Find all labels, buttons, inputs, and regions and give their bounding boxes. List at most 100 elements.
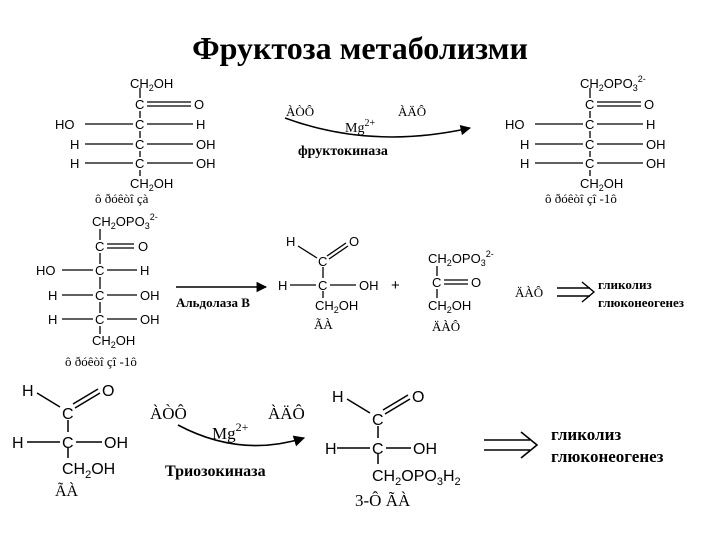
atom-h: H (70, 156, 79, 171)
atom-o: O (102, 383, 114, 400)
atom-ch2oh: CH2OH (315, 298, 358, 315)
dhap-structure: CH2OPO32- C O CH2OH ÄÀÔ (428, 249, 494, 334)
ga3p-bonds (337, 394, 411, 464)
atom-ch2oh-top: CH2OH (130, 76, 173, 93)
ga3-atoms: H O C H C OH CH2OH (12, 383, 128, 481)
ga3p-pathways: гликолиз глюконеогенез (484, 425, 664, 466)
atom-h: H (332, 389, 344, 406)
adp-label: ÀÄÔ (268, 404, 305, 423)
dhap-abbrev: ÄÀÔ (515, 285, 543, 300)
atom-o: O (194, 97, 204, 112)
atom-oh: OH (646, 137, 666, 152)
atom-c: C (62, 406, 74, 423)
fructose-atoms: CH2OH C O HO C H H C OH H C OH CH2OH (55, 76, 216, 193)
atom-o: O (644, 97, 654, 112)
dhap-bonds (436, 266, 468, 298)
atom-c: C (62, 435, 74, 452)
atom-c: C (95, 288, 104, 303)
ga3p-label: 3-Ô ÃÀ (355, 491, 411, 510)
atom-ch2oh: CH2OH (62, 461, 115, 481)
atp-label: ÀÒÔ (150, 404, 187, 423)
fructose-1-phosphate-structure: CH2OPO32- C O HO C H H C OH H C OH CH2OH… (505, 74, 666, 206)
f1p-bonds (535, 88, 643, 176)
curved-arrow (284, 117, 472, 138)
atom-c: C (95, 263, 104, 278)
atom-oh: OH (359, 278, 379, 293)
atom-c: C (585, 156, 594, 171)
atom-h: H (140, 263, 149, 278)
atom-ch2oh-bottom: CH2OH (92, 333, 135, 350)
atom-c: C (95, 312, 104, 327)
atom-o: O (138, 239, 148, 254)
atom-h: H (48, 288, 57, 303)
pathway-glycolysis: гликолиз (551, 425, 621, 444)
pathway-gluconeogenesis: глюконеогенез (551, 447, 664, 466)
atom-oh: OH (196, 137, 216, 152)
atom-c: C (95, 239, 104, 254)
atom-h: H (325, 441, 337, 458)
atom-c: C (135, 117, 144, 132)
fructose-structure: CH2OH C O HO C H H C OH H C OH CH2OH ô ð… (55, 76, 216, 206)
f1p-atoms: CH2OPO32- C O HO C H H C OH H C OH CH2OH (505, 74, 666, 193)
atom-ch2oh: CH2OH (428, 298, 471, 315)
atom-c: C (372, 412, 384, 429)
dhap-label: ÄÀÔ (432, 319, 460, 334)
fructokinase-reaction: ÀÒÔ ÀÄÔ Mg2+ фруктокиназа (284, 104, 472, 159)
plus-sign: + (391, 277, 400, 294)
ga3-bonds (27, 388, 102, 458)
atom-h: H (286, 234, 295, 249)
atom-h: H (646, 117, 655, 132)
atom-c: C (585, 97, 594, 112)
atom-h: H (70, 137, 79, 152)
atom-ho: HO (55, 117, 75, 132)
atom-c: C (135, 97, 144, 112)
mg-cofactor: Mg2+ (345, 118, 375, 136)
atom-ch2opo3h2: CH2OPO3H2 (372, 468, 461, 488)
f1p2-atoms: CH2OPO32- C O HO C H H C OH H C OH CH2OH (36, 212, 160, 350)
page-title: Фруктоза метаболизми (192, 30, 528, 66)
atom-h: H (520, 137, 529, 152)
atom-c: C (585, 137, 594, 152)
atom-o: O (349, 234, 359, 249)
enzyme-fructokinase: фруктокиназа (298, 144, 388, 159)
atom-oh: OH (646, 156, 666, 171)
ga3p-structure: H O C H C OH CH2OPO3H2 3-Ô ÃÀ (325, 389, 461, 510)
fructose-label: ô ðóêòî çà (95, 191, 149, 206)
atom-ch2oh-bottom: CH2OH (130, 176, 173, 193)
enzyme-triokinase: Триозокиназа (165, 463, 266, 480)
enzyme-aldolase-b: Альдолаза В (176, 295, 250, 310)
pathway-gluconeogenesis: глюконеогенез (598, 295, 684, 310)
atp-label: ÀÒÔ (286, 104, 314, 119)
atom-oh: OH (140, 288, 160, 303)
f1p2-label: ô ðóêòî çî -1ô (65, 354, 137, 369)
atom-oh: OH (104, 435, 128, 452)
glyceraldehyde-structure-large: H O C H C OH CH2OH ÃÀ (12, 383, 128, 500)
atom-oh: OH (413, 441, 437, 458)
atom-h: H (278, 278, 287, 293)
atom-ch2oh-bottom: CH2OH (580, 176, 623, 193)
atom-ho: HO (36, 263, 56, 278)
atom-c: C (372, 441, 384, 458)
atom-o: O (471, 275, 481, 290)
ga-atoms: H O C H C OH CH2OH (278, 234, 379, 315)
atom-h: H (48, 312, 57, 327)
curved-arrow (177, 424, 306, 447)
ga3-label: ÃÀ (55, 481, 79, 500)
ga-label: ÃÀ (314, 317, 333, 332)
atom-ch2opo3: CH2OPO32- (92, 212, 158, 231)
adp-label: ÀÄÔ (398, 104, 426, 119)
atom-c: C (318, 254, 327, 269)
atom-oh: OH (196, 156, 216, 171)
atom-c: C (135, 156, 144, 171)
atom-c: C (432, 275, 441, 290)
fructose-1-phosphate-structure-2: CH2OPO32- C O HO C H H C OH H C OH CH2OH… (36, 212, 160, 369)
dhap-pathways: ÄÀÔ гликолиз глюконеогенез (515, 277, 684, 310)
atom-c: C (585, 117, 594, 132)
dhap-atoms: CH2OPO32- C O CH2OH (428, 249, 494, 315)
fructose-bonds (85, 88, 193, 176)
f1p2-bonds (62, 229, 137, 334)
atom-h: H (22, 383, 34, 400)
pathway-glycolysis: гликолиз (598, 277, 652, 292)
atom-c: C (318, 278, 327, 293)
